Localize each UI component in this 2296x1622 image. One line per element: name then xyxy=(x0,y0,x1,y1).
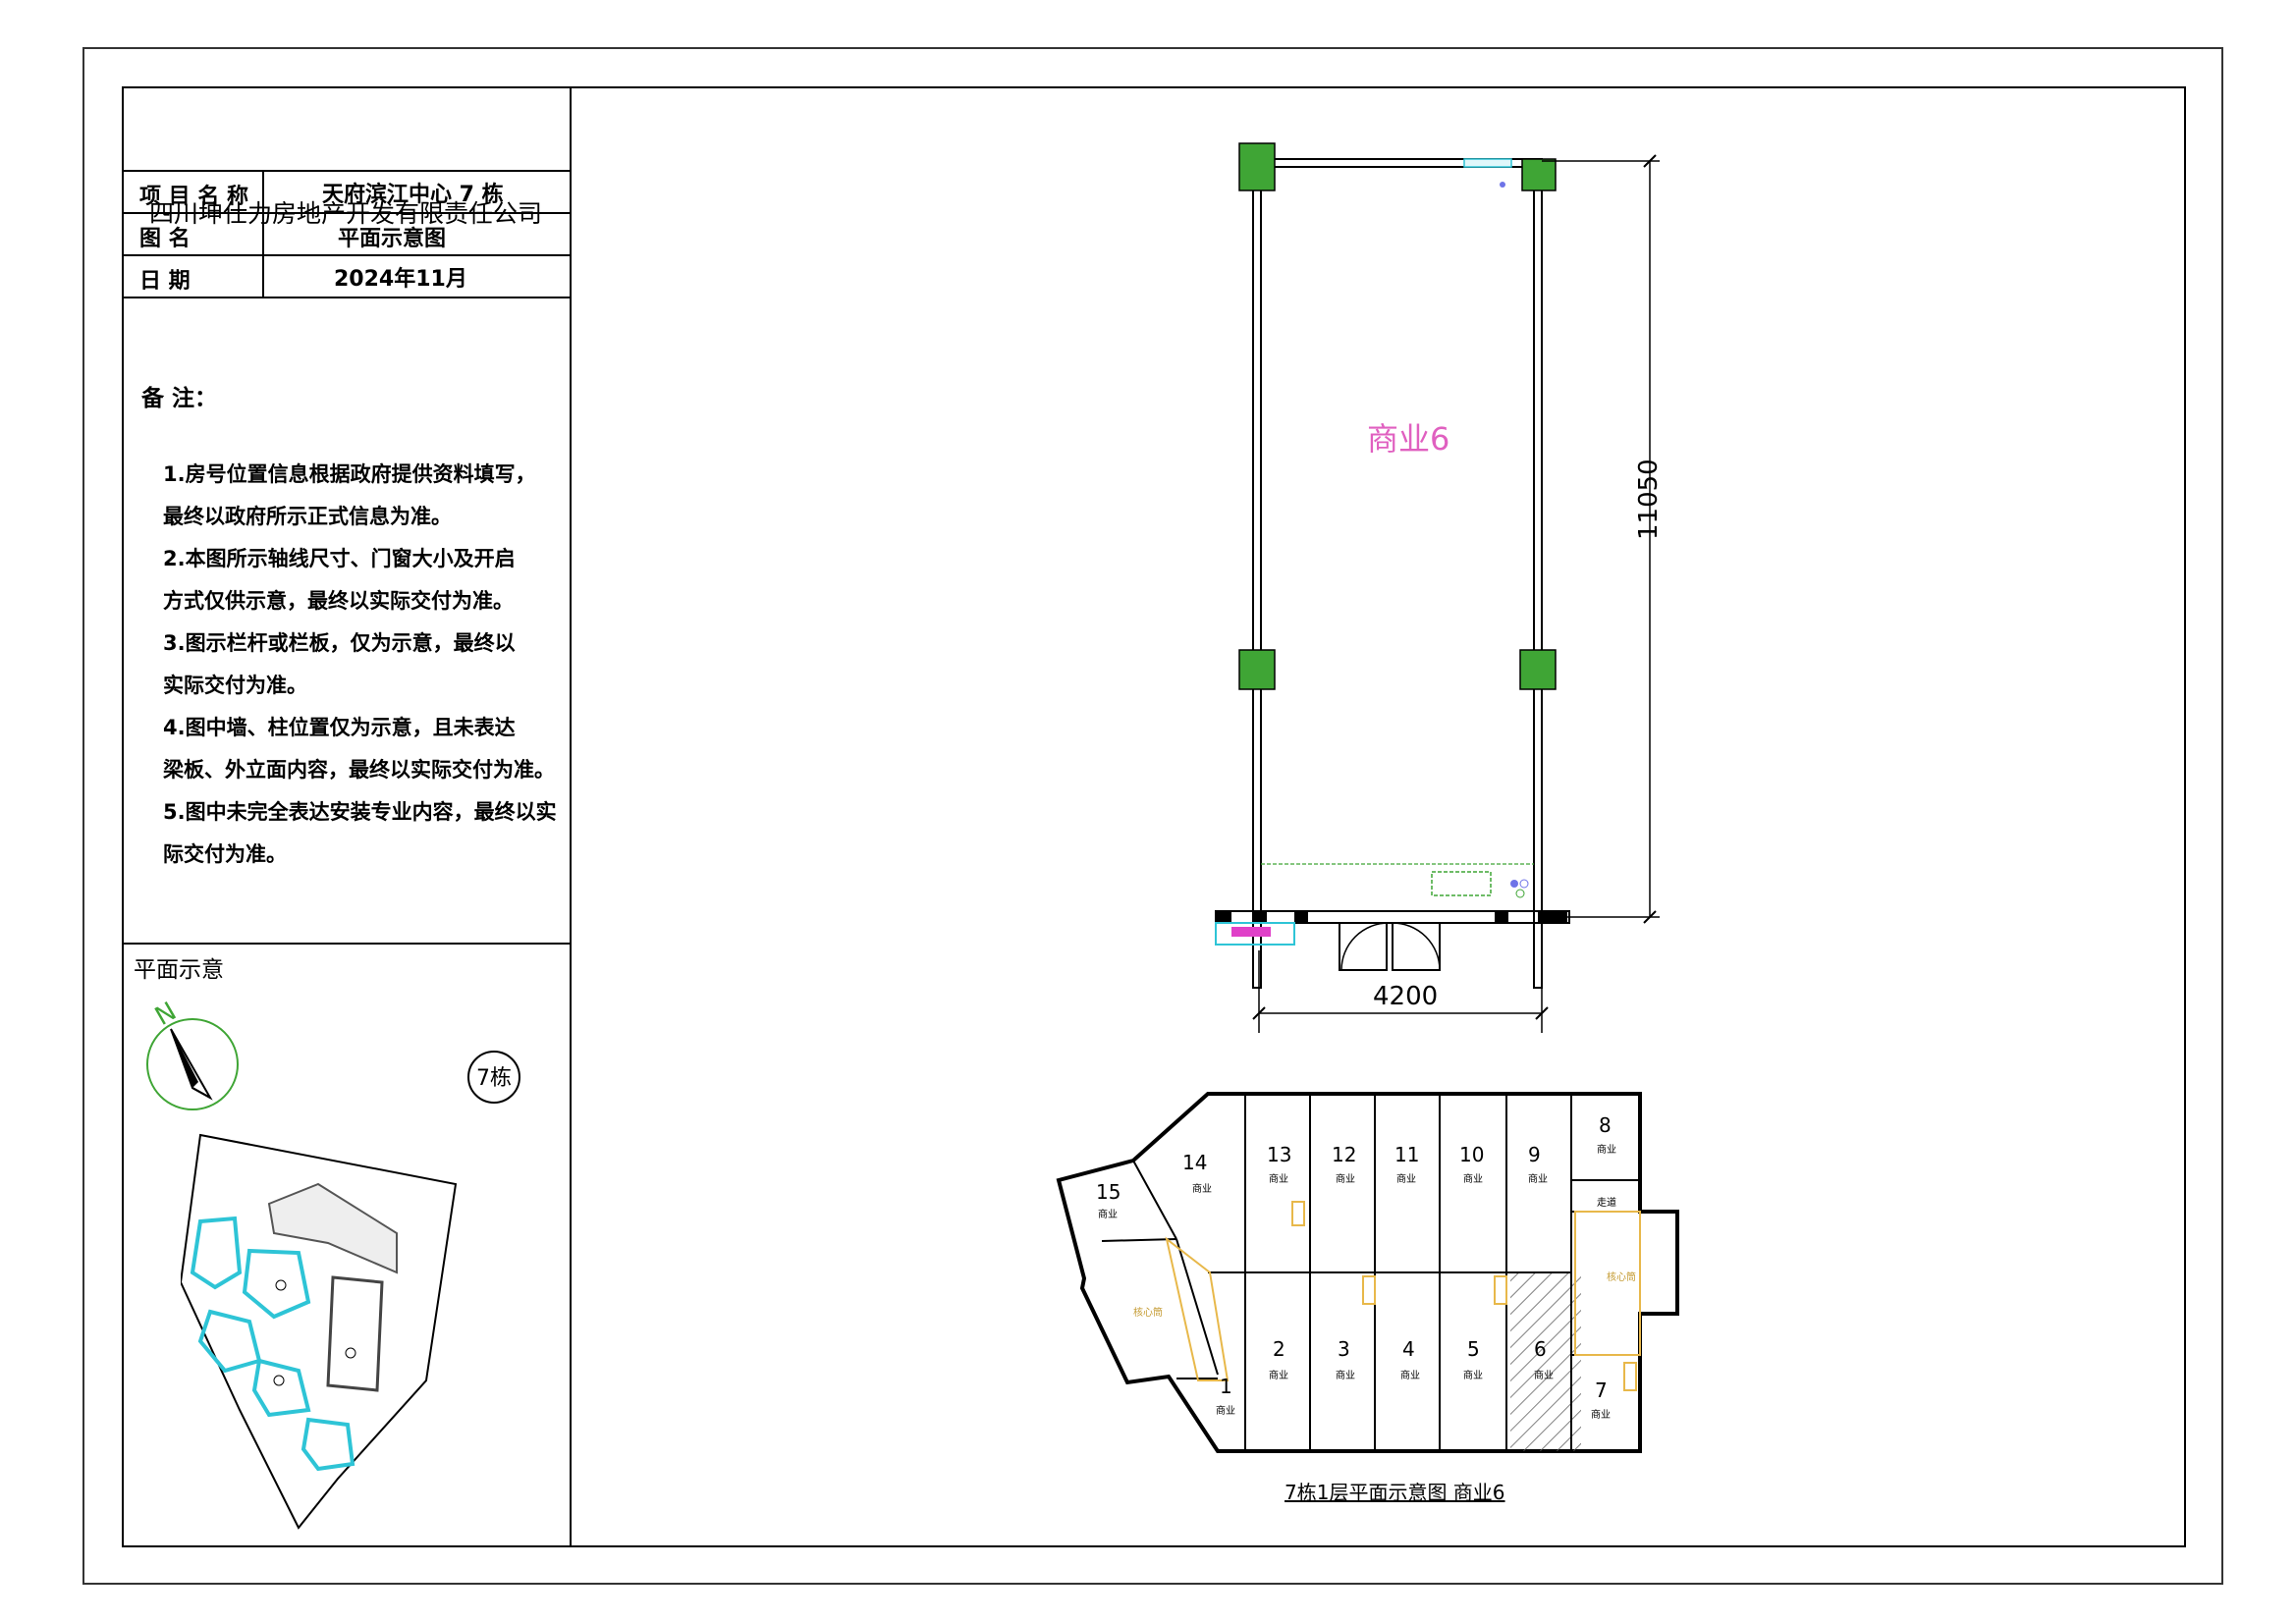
note-line: 4.图中墙、柱位置仅为示意，且未表达 xyxy=(163,716,516,739)
unit-sublabel: 商业 xyxy=(1528,1174,1548,1185)
dimension-width: 4200 xyxy=(1373,982,1439,1011)
note-line: 最终以政府所示正式信息为准。 xyxy=(163,505,452,528)
unit-sublabel: 商业 xyxy=(1098,1210,1118,1220)
unit-sublabel: 商业 xyxy=(1597,1145,1616,1156)
unit-number: 8 xyxy=(1599,1113,1612,1137)
section-divider xyxy=(122,943,572,945)
unit-number-highlighted: 6 xyxy=(1534,1337,1547,1361)
entry-fixture xyxy=(1215,922,1295,946)
corridor-label: 走道 xyxy=(1597,1198,1616,1209)
unit-number: 13 xyxy=(1267,1143,1292,1166)
unit-number: 9 xyxy=(1528,1143,1541,1166)
storefront-sill xyxy=(1215,910,1570,924)
unit-sublabel: 商业 xyxy=(1192,1184,1212,1195)
equipment-box xyxy=(1431,871,1492,896)
floor-key-plan xyxy=(1056,1092,1679,1453)
note-line: 1.房号位置信息根据政府提供资料填写， xyxy=(163,462,536,486)
unit-number: 2 xyxy=(1273,1337,1285,1361)
core-outline-right xyxy=(1574,1211,1641,1356)
row-divider xyxy=(122,212,572,214)
column-e-mid xyxy=(1519,649,1557,690)
unit-number: 14 xyxy=(1182,1151,1208,1174)
unit-number: 5 xyxy=(1467,1337,1480,1361)
column-w-mid xyxy=(1238,649,1276,690)
key-plan-caption: 7栋1层平面示意图 商业6 xyxy=(1285,1481,1505,1504)
accent-panel xyxy=(1231,927,1271,937)
unit-sublabel: 商业 xyxy=(1463,1371,1483,1381)
drawing-name-value: 平面示意图 xyxy=(338,227,447,251)
note-line: 2.本图所示轴线尺寸、门窗大小及开启 xyxy=(163,547,516,570)
unit-sublabel: 商业 xyxy=(1269,1371,1288,1381)
row-divider xyxy=(122,254,572,256)
core-label: 核心筒 xyxy=(1607,1272,1636,1283)
unit-number: 12 xyxy=(1332,1143,1357,1166)
unit-sublabel: 商业 xyxy=(1591,1410,1611,1421)
building-badge xyxy=(467,1051,520,1104)
notes-list: 1.房号位置信息根据政府提供资料填写， 最终以政府所示正式信息为准。 2.本图所… xyxy=(163,454,557,876)
north-window xyxy=(1463,158,1512,168)
drawing-border-inner xyxy=(122,86,2186,1547)
door-frame-left xyxy=(1339,923,1388,971)
column-divider xyxy=(262,171,264,297)
drawing-name-label: 图 名 xyxy=(139,227,191,251)
floor-outline xyxy=(1056,1092,1679,1453)
title-divider xyxy=(122,170,572,172)
note-line: 3.图示栏杆或栏板，仅为示意，最终以 xyxy=(163,631,516,655)
unit-sublabel: 商业 xyxy=(1269,1174,1288,1185)
unit-sublabel: 商业 xyxy=(1396,1174,1416,1185)
unit-number: 15 xyxy=(1096,1180,1121,1204)
west-wall xyxy=(1252,158,1262,989)
project-name-value: 天府滨江中心 7 栋 xyxy=(322,183,504,207)
note-line: 实际交付为准。 xyxy=(163,674,307,697)
project-name-label: 项 目 名 称 xyxy=(139,185,248,209)
unit-sublabel: 商业 xyxy=(1216,1406,1235,1417)
column-ne xyxy=(1521,158,1557,191)
core-outline-left xyxy=(1165,1236,1230,1381)
north-arrow-icon: N xyxy=(146,997,239,1110)
row-divider xyxy=(122,297,572,298)
unit-plan-drawing xyxy=(1215,142,1660,1033)
remarks-title: 备 注： xyxy=(141,386,218,411)
site-plan-drawing xyxy=(181,1133,458,1530)
unit-sublabel: 商业 xyxy=(1400,1371,1420,1381)
date-value: 2024年11月 xyxy=(334,267,467,292)
unit-number: 10 xyxy=(1459,1143,1485,1166)
note-line: 际交付为准。 xyxy=(163,842,287,866)
unit-number: 1 xyxy=(1220,1375,1232,1398)
column-nw xyxy=(1238,142,1276,191)
dimension-height: 11050 xyxy=(1634,459,1664,540)
north-label: N xyxy=(150,997,182,1032)
fixture-dot xyxy=(1500,182,1505,188)
note-line: 5.图中未完全表达安装专业内容，最终以实 xyxy=(163,800,557,824)
unit-sublabel: 商业 xyxy=(1534,1371,1554,1381)
note-line: 方式仅供示意，最终以实际交付为准。 xyxy=(163,589,514,613)
unit-sublabel: 商业 xyxy=(1336,1174,1355,1185)
unit-sublabel: 商业 xyxy=(1463,1174,1483,1185)
site-plan-label: 平面示意 xyxy=(134,957,224,983)
core-label: 核心筒 xyxy=(1133,1308,1163,1319)
unit-number: 7 xyxy=(1595,1379,1608,1402)
unit-number: 11 xyxy=(1394,1143,1420,1166)
note-line: 梁板、外立面内容，最终以实际交付为准。 xyxy=(163,758,555,782)
title-block: 四川坤仕力房地产开发有限责任公司 项 目 名 称 天府滨江中心 7 栋 图 名 … xyxy=(122,86,572,1547)
building-badge-text: 7栋 xyxy=(476,1066,512,1091)
unit-number: 4 xyxy=(1402,1337,1415,1361)
unit-number: 3 xyxy=(1338,1337,1350,1361)
unit-label: 商业6 xyxy=(1367,420,1450,458)
door-frame-right xyxy=(1392,923,1441,971)
unit-sublabel: 商业 xyxy=(1336,1371,1355,1381)
drawing-border-outer xyxy=(82,47,2223,1585)
east-wall xyxy=(1533,158,1543,989)
date-label: 日 期 xyxy=(139,269,191,294)
